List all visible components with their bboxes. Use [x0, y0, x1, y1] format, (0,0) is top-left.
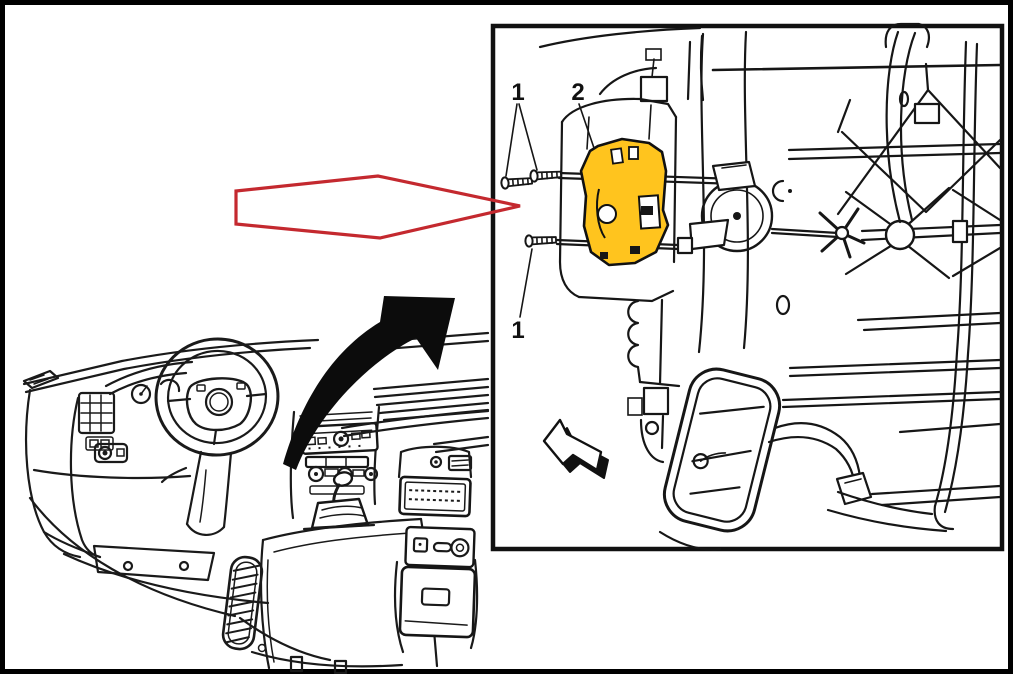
screw-icon-lower: [524, 234, 557, 248]
screw-icon-upper-left: [500, 176, 534, 190]
hvac-module-illustration: 1 2 1: [500, 22, 1002, 551]
knee-bolster: [28, 468, 332, 662]
case-ribs: [781, 142, 1002, 507]
callout-2: 2: [571, 79, 584, 106]
rear-display: [398, 475, 472, 518]
steering-column: [160, 450, 233, 536]
callouts: 1 2 1: [505, 79, 595, 344]
rear-console: [393, 445, 479, 654]
floor-duct: [662, 367, 782, 533]
arrow-3d-face: [542, 418, 603, 472]
blower-shaft: [770, 207, 866, 259]
screw-icon-upper-right: [529, 169, 562, 183]
callout-1-bottom-leader: [519, 248, 533, 318]
headlamp-switch: [93, 442, 129, 464]
rear-hvac-panel: [404, 525, 476, 569]
instrument-cluster: [104, 360, 194, 405]
callout-1-top: 1: [511, 79, 524, 106]
detail-inset: 1 2 1: [490, 22, 1005, 552]
callout-2-leader: [578, 103, 595, 149]
console-drawer: [398, 565, 477, 639]
steering-wheel: [154, 337, 280, 457]
dash-corner-flag: [22, 369, 60, 390]
console-side-vent: [221, 555, 264, 651]
direction-arrow-3d: [542, 418, 609, 479]
pointer-arrow-red: [234, 174, 521, 240]
zoom-curved-arrow: [283, 296, 455, 470]
callout-1-bottom: 1: [511, 317, 524, 344]
callout-1-top-leader: [505, 103, 538, 177]
mounting-bracket: [884, 22, 941, 224]
actuator-highlight: [579, 137, 670, 267]
